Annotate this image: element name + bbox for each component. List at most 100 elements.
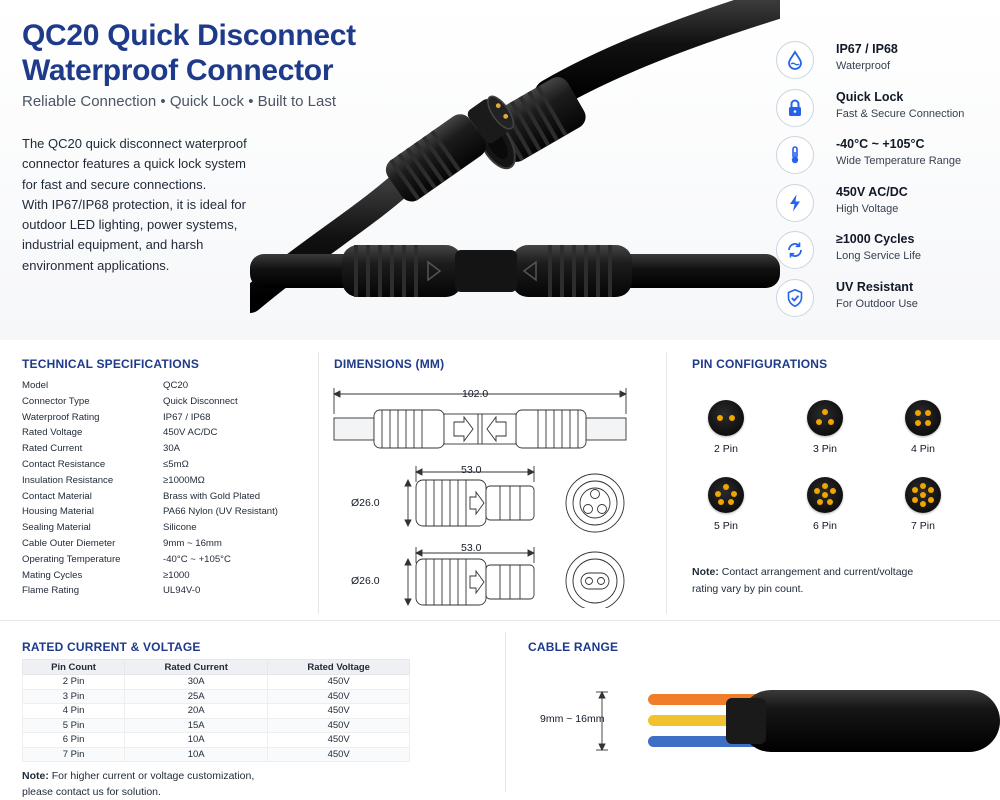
note-text: rating vary by pin count. [692, 582, 804, 595]
description-line: With IP67/IP68 protection, it is ideal f… [22, 196, 246, 212]
pin-label: 2 Pin [714, 443, 738, 455]
table-cell: 450V [267, 717, 410, 733]
feature-uv-resistant: UV Resistant For Outdoor Use [776, 276, 996, 324]
spec-key: Waterproof Rating [22, 411, 100, 423]
table-cell: 15A [124, 717, 269, 733]
spec-value: -40°C ~ +105°C [163, 553, 231, 565]
table-cell: 4 Pin [21, 703, 126, 719]
connector-product-image [250, 0, 780, 313]
dim-diameter: Ø26.0 [351, 497, 380, 509]
feature-title: IP67 / IP68 [836, 42, 898, 56]
spec-key: Insulation Resistance [22, 474, 114, 486]
pin-face [905, 477, 941, 513]
pin-label: 3 Pin [813, 443, 837, 455]
spec-value: ≥1000MΩ [163, 474, 205, 486]
table-cell: 6 Pin [21, 732, 126, 748]
pin-face [905, 400, 941, 436]
description-line: The QC20 quick disconnect waterproof [22, 136, 247, 151]
dimensions-heading: DIMENSIONS (MM) [334, 357, 445, 371]
pins-heading: PIN CONFIGURATIONS [692, 357, 828, 371]
spec-value: 450V AC/DC [163, 427, 218, 439]
table-cell: 10A [124, 746, 269, 762]
page-title: QC20 Quick Disconnect Waterproof Connect… [22, 18, 492, 88]
table-cell: 10A [124, 732, 269, 748]
feature-title: UV Resistant [836, 279, 914, 294]
spec-value: ≥1000 [163, 569, 190, 581]
spec-row: Mating Cycles ≥1000 [22, 570, 322, 586]
feature-title: 450V AC/DC [836, 184, 908, 199]
spec-key: Rated Current [22, 443, 83, 455]
divider [0, 620, 1000, 621]
description-line: for fast and secure connections. [22, 176, 207, 192]
pin-config-3: 3 Pin [795, 400, 855, 455]
spec-value: ≤5mΩ [163, 458, 189, 470]
lock-icon [776, 88, 814, 127]
spec-key: Connector Type [22, 395, 90, 407]
feature-temperature: -40°C ~ +105°C Wide Temperature Range [776, 133, 996, 181]
spec-row: Model QC20 [22, 380, 322, 396]
feature-quick-lock: Quick Lock Fast & Secure Connection [776, 86, 996, 134]
table-cell: 25A [124, 688, 269, 704]
pin-config-7: 7 Pin [893, 477, 953, 532]
table-cell: 5 Pin [21, 717, 126, 733]
spec-key: Operating Temperature [22, 553, 121, 565]
spec-key: Contact Resistance [22, 458, 106, 470]
spec-value: 30A [163, 443, 181, 455]
pin-config-2: 2 Pin [696, 400, 756, 455]
spec-value: QC20 [163, 380, 189, 391]
spec-value: Silicone [163, 522, 197, 534]
divider [666, 352, 667, 614]
note-text: For higher current or voltage customizat… [48, 770, 255, 782]
feature-list: IP67 / IP68 Waterproof Quick Lock Fast &… [776, 38, 996, 324]
pin-config-6: 6 Pin [795, 477, 855, 532]
feature-title: Quick Lock [836, 89, 904, 104]
dim-diameter: Ø26.0 [351, 575, 380, 587]
table-cell: 450V [267, 703, 410, 719]
spec-value: Brass with Gold Plated [163, 490, 261, 502]
pin-face [708, 400, 744, 436]
spec-key: Contact Material [22, 490, 92, 502]
spec-key: Model [22, 380, 49, 391]
cable-heading: CABLE RANGE [528, 640, 619, 654]
specs-heading: TECHNICAL SPECIFICATIONS [22, 357, 200, 371]
pin-label: 6 Pin [813, 520, 837, 532]
cycle-arrows-icon [776, 231, 814, 270]
spec-value: IP67 / IP68 [163, 411, 211, 423]
description-line: industrial equipment, and harsh [22, 237, 204, 253]
pin-label: 7 Pin [911, 520, 935, 532]
description-line: outdoor LED lighting, power systems, [22, 217, 238, 233]
spec-value: UL94V-0 [163, 585, 201, 597]
rated-note: Note: For higher current or voltage cust… [22, 768, 254, 800]
column-header: Pin Count [21, 659, 126, 675]
divider [505, 632, 506, 792]
pin-note: Note: Contact arrangement and current/vo… [692, 564, 982, 597]
feature-voltage: 450V AC/DC High Voltage [776, 181, 996, 229]
shield-check-icon [776, 278, 814, 317]
table-cell: 450V [267, 674, 410, 690]
feature-title: ≥1000 Cycles [836, 232, 915, 247]
spec-key: Mating Cycles [22, 569, 83, 581]
description-line: connector features a quick lock system [22, 156, 246, 172]
dim-total-length: 102.0 [462, 388, 489, 400]
feature-subtitle: Wide Temperature Range [836, 155, 962, 168]
pin-label: 5 Pin [714, 520, 738, 532]
note-label: Note: [22, 770, 49, 782]
feature-subtitle: For Outdoor Use [836, 297, 918, 310]
column-header: Rated Current [124, 659, 269, 675]
dim-half-length: 53.0 [461, 464, 482, 476]
spec-key: Housing Material [22, 506, 94, 518]
feature-title: -40°C ~ +105°C [836, 137, 925, 152]
note-text: Contact arrangement and current/voltage [718, 566, 914, 578]
hero-section: QC20 Quick Disconnect Waterproof Connect… [0, 0, 1000, 340]
spec-row: Contact Resistance ≤5mΩ [22, 459, 322, 475]
table-cell: 30A [124, 674, 269, 690]
